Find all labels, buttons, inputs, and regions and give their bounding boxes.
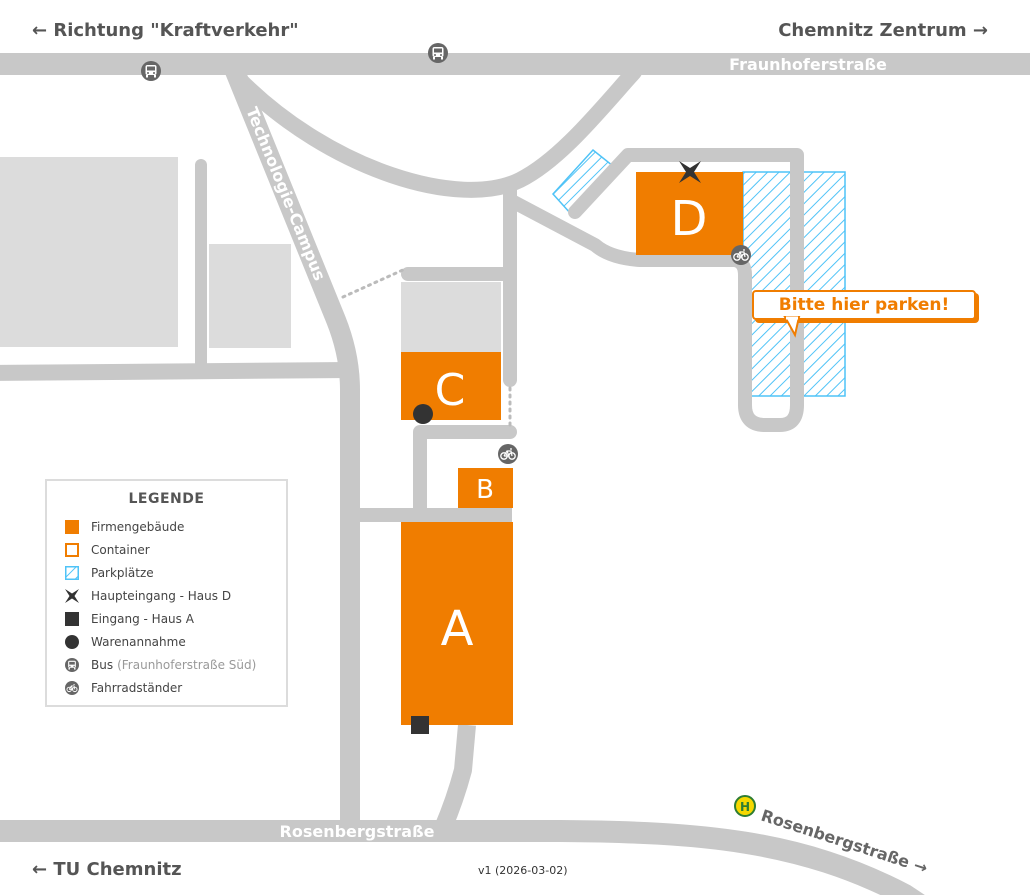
bicycle-icon — [64, 680, 80, 695]
orange-outline-square-icon — [65, 542, 79, 557]
building-a-label: A — [441, 601, 474, 657]
legend-item: Parkplätze — [65, 561, 286, 584]
legend-item-label: Fahrradständer — [91, 680, 183, 695]
svg-text:H: H — [740, 800, 750, 814]
haltestelle-icon: H — [734, 795, 756, 817]
legend-panel: LEGENDE Firmengebäude Container Parkplät… — [45, 479, 288, 707]
legend-item: Bus (Fraunhoferstraße Süd) — [65, 653, 286, 676]
legend-item-note: (Fraunhoferstraße Süd) — [117, 657, 257, 672]
parking-callout-text: Bitte hier parken! — [752, 290, 976, 320]
legend-item: Fahrradständer — [64, 676, 286, 699]
dark-circle-icon — [65, 634, 79, 649]
hatched-square-icon — [65, 565, 79, 580]
bus-icon — [428, 43, 448, 63]
direction-bottom-left: ← TU Chemnitz — [32, 859, 182, 880]
legend-item-label: Firmengebäude — [91, 519, 185, 534]
legend-item: Warenannahme — [65, 630, 286, 653]
bus-icon — [141, 61, 161, 81]
legend-item-label: Warenannahme — [91, 634, 186, 649]
legend-item: Container — [65, 538, 286, 561]
bicycle-icon — [497, 443, 519, 465]
street-label-rosenberg: Rosenbergstraße — [280, 822, 435, 841]
building-b[interactable]: B — [458, 468, 513, 508]
legend-item-label: Parkplätze — [91, 565, 154, 580]
legend-title: LEGENDE — [128, 491, 205, 507]
direction-top-left: ← Richtung "Kraftverkehr" — [32, 20, 299, 41]
version-label: v1 (2026-03-02) — [478, 864, 568, 877]
dark-square-icon — [65, 611, 79, 626]
footpaths — [341, 267, 512, 430]
building-b-label: B — [476, 475, 494, 505]
bicycle-icon — [730, 244, 752, 266]
main-entrance-star-icon — [679, 161, 701, 183]
direction-top-right: Chemnitz Zentrum → — [778, 20, 988, 41]
legend-item-label: Haupteingang - Haus D — [91, 588, 232, 603]
building-a[interactable]: A — [401, 522, 513, 725]
parking-callout: Bitte hier parken! — [752, 290, 980, 338]
building-c-label: C — [435, 365, 466, 416]
building-d-label: D — [671, 191, 708, 247]
legend-item-label: Bus — [91, 657, 114, 672]
goods-receiving-circle-icon — [413, 404, 433, 424]
legend-item-label: Eingang - Haus A — [91, 611, 194, 626]
neighbor-areas — [0, 157, 501, 352]
main-entrance-star-icon — [65, 588, 79, 603]
entrance-a-square-icon — [411, 716, 429, 734]
roads — [0, 53, 1030, 895]
street-label-fraunhofer: Fraunhoferstraße — [729, 55, 887, 74]
orange-square-icon — [65, 519, 79, 534]
legend-item: Haupteingang - Haus D — [65, 584, 286, 607]
legend-item-label: Container — [91, 542, 150, 557]
legend-list: Firmengebäude Container Parkplätze Haupt… — [47, 515, 286, 699]
legend-item: Firmengebäude — [65, 515, 286, 538]
callout-pointer — [783, 316, 801, 338]
legend-item: Eingang - Haus A — [65, 607, 286, 630]
bus-icon — [65, 657, 79, 672]
building-d[interactable]: D — [636, 172, 743, 255]
